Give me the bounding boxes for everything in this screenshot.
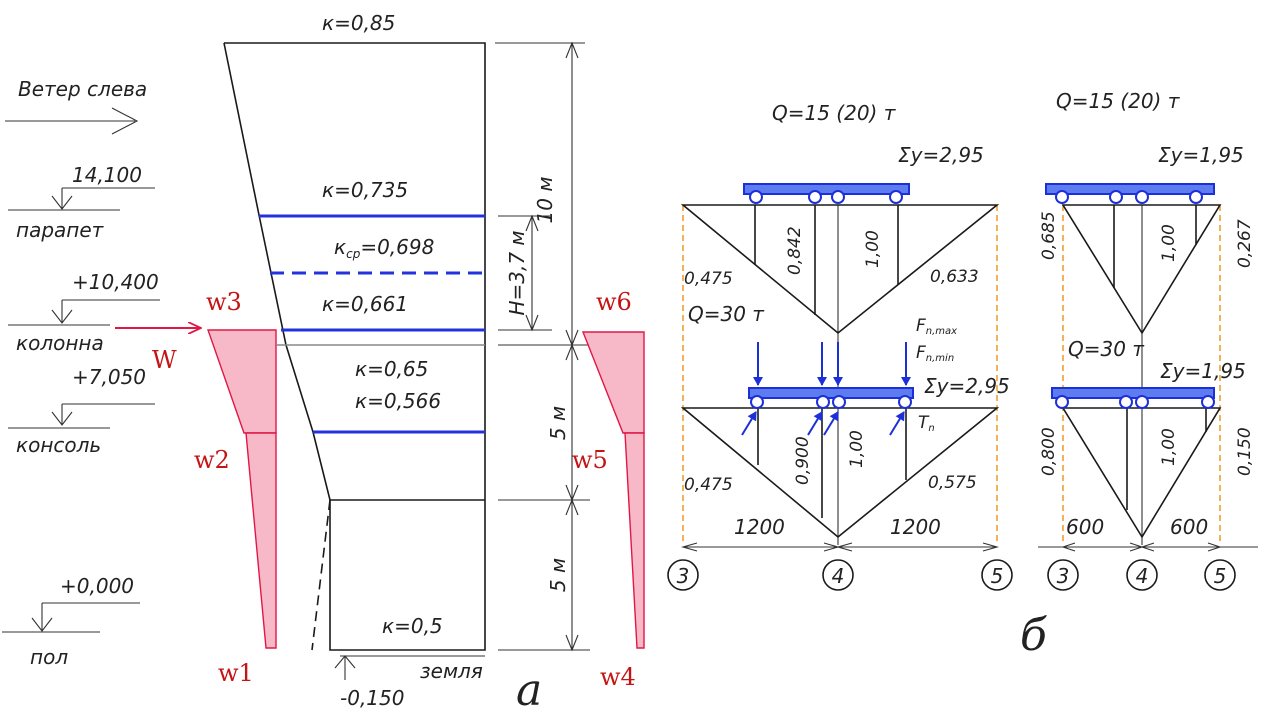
level-marker-floor — [2, 602, 140, 633]
w6-label: w6 — [596, 288, 632, 316]
building-section: к=0,85 к=0,735 кср=0,698 к=0,661 к=0,65 … — [223, 11, 486, 710]
il12-sum-top: Σy=2,95 — [898, 143, 984, 167]
influence-lines-6m: Q=15 (20) т Σy=1,95 0,685 1,00 0,267 Q=3… — [1038, 89, 1258, 591]
level-elev-floor: +0,000 — [60, 574, 134, 598]
k-0661-label: к=0,661 — [322, 292, 408, 316]
dim-5m-lower: 5 м — [546, 558, 570, 592]
building-outline — [224, 42, 486, 651]
axis-bubble-5 — [981, 559, 1013, 591]
il12-span-right: 1200 — [890, 515, 941, 539]
dim-h: H=3,7 м — [505, 230, 529, 315]
influence-lines-12m: Q=15 (20) т Σy=2,95 0,842 1,00 0,475 0,6… — [667, 101, 1013, 591]
il12-y-0475-top: 0,475 — [684, 269, 733, 289]
level-marker-parapet — [8, 187, 155, 211]
axis-bubble-3 — [667, 559, 699, 591]
il6-q-top: Q=15 (20) т — [1056, 89, 1181, 113]
il6-axis-3: 3 — [1057, 564, 1070, 588]
il6-axis-5: 5 — [1214, 564, 1227, 588]
w4-label: w4 — [600, 663, 636, 691]
crane-beam-bottom — [748, 387, 914, 399]
il12-span-left: 1200 — [734, 515, 785, 539]
t-label: Tn — [918, 413, 935, 434]
level-elev-column: +10,400 — [72, 270, 159, 294]
axis-label-3: 3 — [677, 564, 690, 588]
il6-y-100-bottom: 1,00 — [1159, 428, 1179, 466]
il12-y-0475-bottom: 0,475 — [684, 475, 733, 495]
il12-y-100-top: 1,00 — [863, 230, 883, 268]
f-min-label: Fn,min — [916, 343, 954, 364]
il6-sum-bottom: Σy=1,95 — [1160, 359, 1246, 383]
il6-axis-4: 4 — [1136, 564, 1149, 588]
il12-y-100-bottom: 1,00 — [847, 430, 867, 468]
k-top-label: к=0,85 — [322, 11, 395, 35]
w5-label: w5 — [572, 446, 608, 474]
il12-y-0842: 0,842 — [785, 226, 805, 275]
ground-label: земля — [420, 659, 483, 683]
level-name-floor: пол — [30, 645, 68, 669]
leeward-load-diagram: w6 w5 w4 — [572, 288, 645, 691]
ground-marker — [334, 655, 485, 680]
il6-y-0685: 0,685 — [1039, 211, 1059, 260]
il12-y-0575: 0,575 — [928, 473, 977, 493]
wind-direction-label: Ветер слева — [18, 77, 147, 101]
level-marker-column — [8, 299, 160, 326]
k-0566-label: к=0,566 — [355, 389, 441, 413]
il12-y-0900: 0,900 — [793, 436, 813, 485]
level-name-parapet: парапет — [16, 218, 105, 242]
k-065-label: к=0,65 — [355, 357, 428, 381]
k-avg-label: кср=0,698 — [334, 235, 434, 261]
level-elev-console: +7,050 — [72, 365, 146, 389]
dim-5m-upper: 5 м — [546, 406, 570, 440]
il6-y-0267: 0,267 — [1235, 219, 1255, 268]
il6-y-100-top: 1,00 — [1159, 224, 1179, 262]
level-elev-parapet: 14,100 — [72, 163, 142, 187]
il6-y-0150: 0,150 — [1235, 427, 1255, 476]
il12-q-top: Q=15 (20) т — [772, 101, 897, 125]
level-name-console: консоль — [16, 433, 101, 457]
il12-sum-bottom: Σy=2,95 — [924, 374, 1010, 398]
il12-y-0633: 0,633 — [930, 267, 979, 287]
il6-span-right: 600 — [1170, 515, 1208, 539]
w2-label: w2 — [194, 446, 230, 474]
resultant-wind-label: W — [152, 346, 177, 374]
axis-label-5: 5 — [991, 564, 1004, 588]
f-max-label: Fn,max — [916, 316, 957, 337]
k-05-label: к=0,5 — [382, 614, 443, 638]
wind-arrow-head — [111, 107, 139, 135]
windward-lower-load — [245, 432, 277, 649]
axis-label-4: 4 — [832, 564, 845, 588]
il12-q-bottom: Q=30 т — [688, 302, 765, 326]
leeward-lower-load — [624, 432, 645, 649]
w3-label: w3 — [206, 288, 242, 316]
il6-y-0800: 0,800 — [1039, 427, 1059, 476]
crane-beam-top — [743, 183, 910, 195]
k-variation-dashed — [311, 499, 331, 651]
panel-label-a: а — [516, 665, 542, 712]
k-0735-label: к=0,735 — [322, 178, 408, 202]
windward-load-diagram: W w3 w2 w1 — [115, 288, 277, 687]
dimension-lines: 10 м 5 м 5 м H=3,7 м — [495, 41, 590, 652]
leeward-upper-load — [581, 331, 645, 434]
level-marker-console — [8, 403, 155, 429]
panel-label-b: б — [1020, 610, 1047, 661]
level-name-column: колонна — [16, 331, 104, 355]
ground-elev: -0,150 — [340, 686, 404, 710]
il6-q-bottom: Q=30 т — [1068, 337, 1145, 361]
levels-panel: Ветер слева 14,100 парапет +10,400 колон… — [2, 77, 160, 669]
il6-span-left: 600 — [1066, 515, 1104, 539]
axis-bubble-4 — [822, 559, 854, 591]
windward-upper-load — [207, 329, 277, 434]
il6-sum-top: Σy=1,95 — [1158, 143, 1244, 167]
w1-label: w1 — [218, 659, 254, 687]
